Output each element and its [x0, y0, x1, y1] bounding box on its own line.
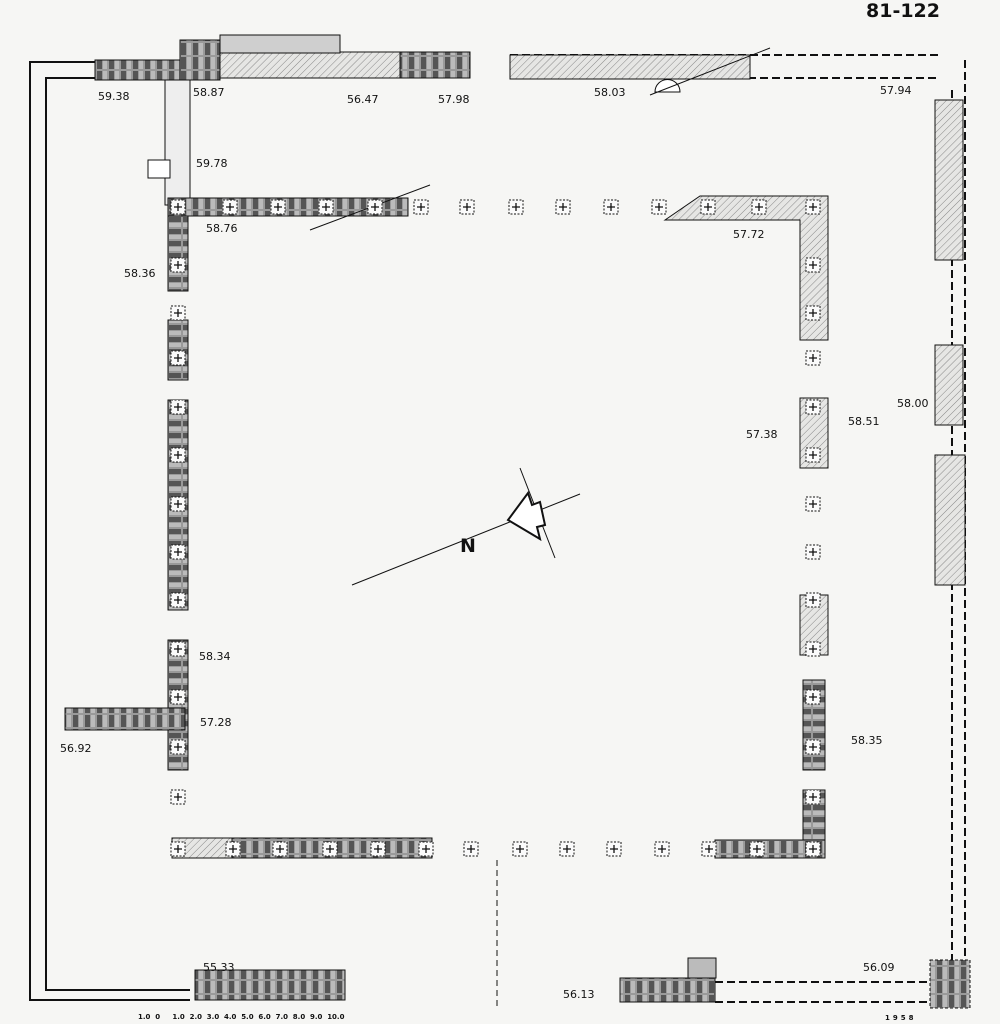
- scale-tick-label: 1.0: [138, 1013, 151, 1021]
- elevation-label: 57.98: [438, 93, 470, 106]
- pier-center-mark: [755, 203, 763, 211]
- pier-center-mark: [809, 500, 817, 508]
- pier-center-mark: [753, 845, 761, 853]
- pier-center-mark: [174, 354, 182, 362]
- pier-center-mark: [226, 203, 234, 211]
- pier-center-mark: [809, 548, 817, 556]
- pier-center-mark: [371, 203, 379, 211]
- pier-center-mark: [809, 693, 817, 701]
- pier-center-mark: [809, 403, 817, 411]
- pier-center-mark: [704, 203, 712, 211]
- pier-markers: [170, 199, 821, 857]
- pier-center-mark: [174, 500, 182, 508]
- elevation-label: 57.28: [200, 716, 232, 729]
- scale-tick-label: 6.0: [258, 1013, 271, 1021]
- elevation-label: 58.36: [124, 267, 156, 280]
- pier-center-mark: [809, 845, 817, 853]
- scale-bar: 1.0 0 1.0 2.0 3.0 4.0 5.0 6.0 7.0 8.0 9.0 10.0: [138, 1013, 345, 1021]
- north-arrow: [351, 467, 581, 586]
- pier-center-mark: [174, 403, 182, 411]
- inner-walls: [64, 99, 971, 1010]
- pier-center-mark: [422, 845, 430, 853]
- scale-tick-label: 4.0: [224, 1013, 237, 1021]
- elevation-label: 57.38: [746, 428, 778, 441]
- pier-center-mark: [809, 309, 817, 317]
- scale-tick-label: 9.0: [310, 1013, 323, 1021]
- pier-center-mark: [174, 845, 182, 853]
- pier-center-mark: [512, 203, 520, 211]
- scale-tick-label: 1.0: [172, 1013, 185, 1021]
- pier-center-mark: [174, 261, 182, 269]
- scale-tick-label: 10.0: [327, 1013, 344, 1021]
- pier-center-mark: [174, 548, 182, 556]
- elevation-label: 58.76: [206, 222, 238, 235]
- pier-center-mark: [467, 845, 475, 853]
- pier-center-mark: [463, 203, 471, 211]
- elevation-label: 56.92: [60, 742, 92, 755]
- elevation-label: 58.00: [897, 397, 929, 410]
- pier-center-mark: [374, 845, 382, 853]
- elevation-label: 58.34: [199, 650, 231, 663]
- year-label: 1958: [885, 1014, 916, 1022]
- north-label: N: [460, 535, 476, 557]
- pier-center-mark: [174, 596, 182, 604]
- scale-tick-label: 8.0: [293, 1013, 306, 1021]
- pier-center-mark: [809, 596, 817, 604]
- elevation-label: 58.87: [193, 86, 225, 99]
- pier-center-mark: [809, 793, 817, 801]
- pier-center-mark: [610, 845, 618, 853]
- pier-center-mark: [174, 693, 182, 701]
- elevation-label: 56.09: [863, 961, 895, 974]
- pier-center-mark: [516, 845, 524, 853]
- pier-center-mark: [174, 645, 182, 653]
- scale-tick-label: 3.0: [207, 1013, 220, 1021]
- pier-center-mark: [174, 203, 182, 211]
- sheet-number: 81-122: [866, 0, 940, 22]
- pier-center-mark: [607, 203, 615, 211]
- pier-center-mark: [563, 845, 571, 853]
- pier-center-mark: [174, 793, 182, 801]
- elevation-label: 58.51: [848, 415, 880, 428]
- elevation-label: 57.72: [733, 228, 765, 241]
- pier-center-mark: [322, 203, 330, 211]
- pier-center-mark: [559, 203, 567, 211]
- pier-center-mark: [417, 203, 425, 211]
- elevation-label: 59.38: [98, 90, 130, 103]
- elevation-label: 58.35: [851, 734, 883, 747]
- scale-tick-label: 2.0: [190, 1013, 203, 1021]
- elevation-label: 59.78: [196, 157, 228, 170]
- pier-center-mark: [809, 203, 817, 211]
- scale-tick-label: 7.0: [276, 1013, 289, 1021]
- pier-center-mark: [174, 743, 182, 751]
- pier-center-mark: [174, 309, 182, 317]
- pier-center-mark: [326, 845, 334, 853]
- pier-center-mark: [274, 203, 282, 211]
- pier-center-mark: [658, 845, 666, 853]
- pier-center-mark: [276, 845, 284, 853]
- scale-tick-label: 0: [155, 1013, 160, 1021]
- elevation-label: 58.03: [594, 86, 626, 99]
- elevation-labels: 59.38 58.87 56.47 57.98 58.03 57.94 59.7…: [60, 84, 929, 1001]
- elevation-label: 55.33: [203, 961, 235, 974]
- pier-center-mark: [705, 845, 713, 853]
- pier-center-mark: [809, 645, 817, 653]
- pier-center-mark: [809, 261, 817, 269]
- elevation-label: 56.13: [563, 988, 595, 1001]
- pier-center-mark: [174, 451, 182, 459]
- scale-tick-label: 5.0: [241, 1013, 254, 1021]
- pier-center-mark: [809, 451, 817, 459]
- elevation-label: 57.94: [880, 84, 912, 97]
- north-wall-remains: [94, 34, 771, 206]
- pier-center-mark: [809, 354, 817, 362]
- pier-center-mark: [655, 203, 663, 211]
- elevation-label: 56.47: [347, 93, 379, 106]
- pier-center-mark: [809, 743, 817, 751]
- pier-center-mark: [229, 845, 237, 853]
